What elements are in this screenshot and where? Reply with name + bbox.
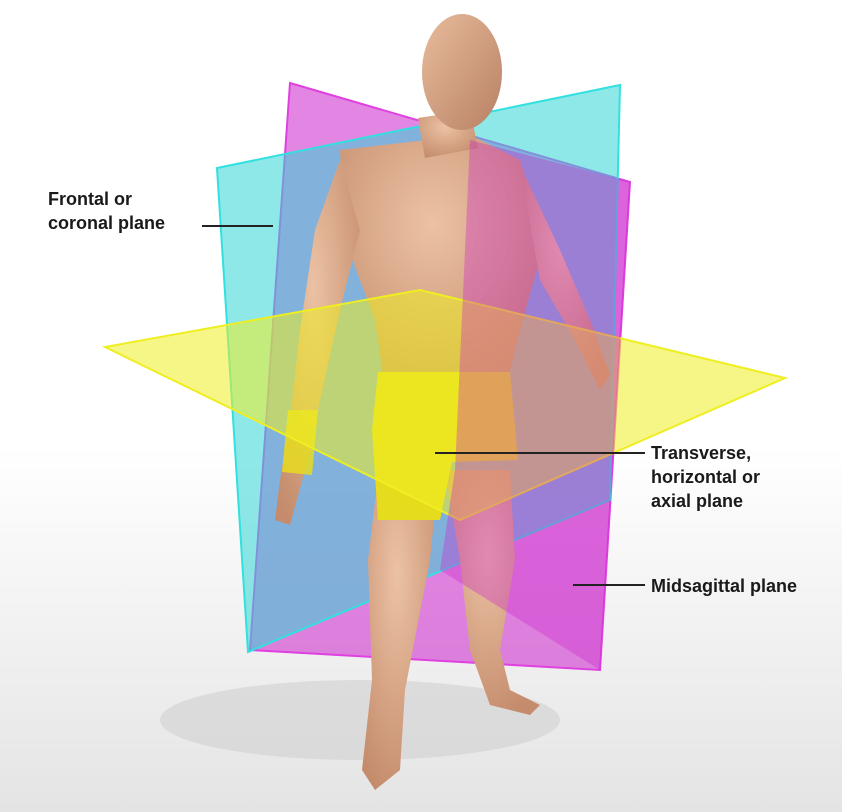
head [422,14,502,130]
transverse-plane-label: Transverse, horizontal or axial plane [651,441,760,513]
midsagittal-plane-label: Midsagittal plane [651,574,797,598]
frontal-plane-label: Frontal or coronal plane [48,187,165,235]
